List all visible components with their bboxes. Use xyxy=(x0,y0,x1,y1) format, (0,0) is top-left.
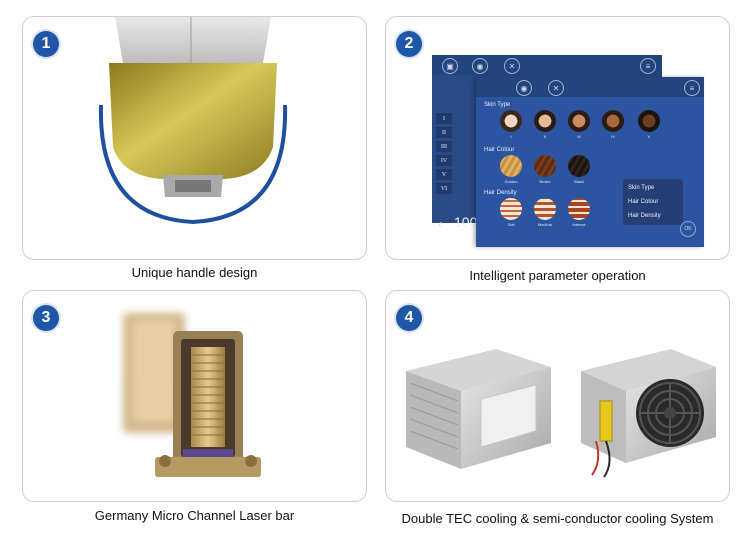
skin-tone-label: III xyxy=(577,134,581,139)
skin-tone-5 xyxy=(638,110,660,132)
panel-cooling: 4 xyxy=(385,290,730,502)
caption-handle: Unique handle design xyxy=(131,265,258,280)
hair-colour-golden xyxy=(500,155,522,177)
user-icon: ◉ xyxy=(472,58,488,74)
screen-front: ◉ ✕ ≡ Skin Type I II III IV V Hair Colou… xyxy=(476,77,704,247)
panel-ui: 2 ▣ ◉ ✕ ≡ I II III IV V VI ‹ 100 ◉ ✕ ≡ S… xyxy=(385,16,730,260)
panel-laser: 3 xyxy=(22,290,367,502)
save-icon: ▣ xyxy=(442,58,458,74)
menu-hair-colour: Hair Colour xyxy=(628,199,659,205)
skin-tone-label: II xyxy=(543,134,547,139)
tool-icon: ✕ xyxy=(548,80,564,96)
tool-icon: ✕ xyxy=(504,58,520,74)
back-arrow-icon: ‹ xyxy=(438,217,442,231)
skin-tone-label: IV xyxy=(611,134,615,139)
menu-icon: ≡ xyxy=(684,80,700,96)
back-value: 100 xyxy=(454,214,478,230)
hair-colour-brown xyxy=(534,155,556,177)
hair-colour-name: Brown xyxy=(539,179,551,184)
menu-icon: ≡ xyxy=(640,58,656,74)
skin-type-label: Skin Type xyxy=(484,102,511,108)
screen-front-topbar: ◉ ✕ ≡ xyxy=(476,77,704,97)
hair-colour-name: Golden xyxy=(504,179,518,184)
menu-hair-density: Hair Density xyxy=(628,213,661,219)
hair-density-soft xyxy=(500,198,522,220)
skin-tone-3 xyxy=(568,110,590,132)
user-icon: ◉ xyxy=(516,80,532,96)
hair-colour-label: Hair Colour xyxy=(484,147,515,153)
hair-density-intense xyxy=(568,198,590,220)
cooling-units-image xyxy=(406,349,716,478)
hair-density-name: Intense xyxy=(572,222,586,227)
skin-tone-4 xyxy=(602,110,624,132)
ok-button: OK xyxy=(680,221,696,237)
panel-number-badge: 3 xyxy=(33,305,59,331)
skin-tone-label: I xyxy=(510,134,512,139)
caption-cooling: Double TEC cooling & semi-conductor cool… xyxy=(401,511,714,526)
level-III: III xyxy=(436,141,452,152)
level-II: II xyxy=(436,127,452,138)
level-VI: VI xyxy=(436,183,452,194)
panel-number-badge: 4 xyxy=(396,305,422,331)
skin-tone-label: V xyxy=(647,134,651,139)
level-IV: IV xyxy=(436,155,452,166)
hair-density-name: Soft xyxy=(507,222,515,227)
hair-colour-black xyxy=(568,155,590,177)
menu-skin-type: Skin Type xyxy=(628,185,655,191)
hair-density-name: Medium xyxy=(537,222,553,227)
panel-number-badge: 2 xyxy=(396,31,422,57)
panel-number-badge: 1 xyxy=(33,31,59,57)
caption-laser: Germany Micro Channel Laser bar xyxy=(94,508,295,523)
caption-ui: Intelligent parameter operation xyxy=(469,268,646,283)
screen-back-topbar: ▣ ◉ ✕ ≡ xyxy=(432,55,662,75)
panel-handle: 1 xyxy=(22,16,367,260)
level-V: V xyxy=(436,169,452,180)
hair-colour-name: Black xyxy=(574,179,584,184)
skin-tone-1 xyxy=(500,110,522,132)
hair-density-label: Hair Density xyxy=(484,190,517,196)
settings-menu: Skin Type Hair Colour Hair Density xyxy=(623,179,683,225)
laser-bar-image xyxy=(123,313,261,477)
skin-tone-2 xyxy=(534,110,556,132)
hair-density-medium xyxy=(534,198,556,220)
level-I: I xyxy=(436,113,452,124)
handle-image xyxy=(98,17,288,225)
